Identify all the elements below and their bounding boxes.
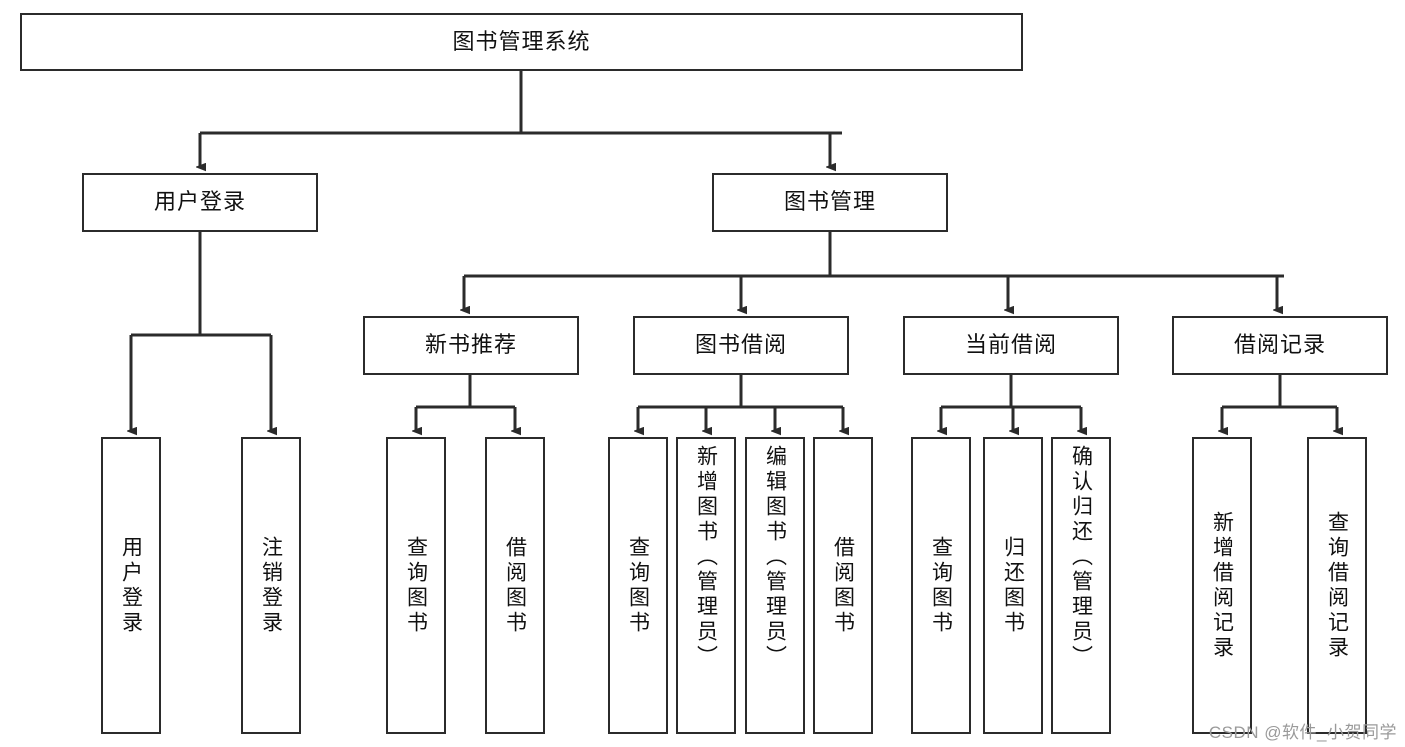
leaf-return-book[interactable]: 归还图书 [983, 437, 1043, 734]
node-borrow-record-label: 借阅记录 [1233, 332, 1326, 358]
leaf-borrow-book-rec-label: 借阅图书 [503, 535, 527, 636]
leaf-add-book-label: 新增图书（管理员） [694, 445, 718, 670]
node-current-borrow-label: 当前借阅 [964, 332, 1057, 358]
leaf-borrow-book-brw[interactable]: 借阅图书 [813, 437, 873, 734]
leaf-borrow-book-brw-label: 借阅图书 [831, 535, 855, 636]
leaf-query-book-rec-label: 查询图书 [404, 535, 428, 636]
leaf-confirm-return[interactable]: 确认归还（管理员） [1051, 437, 1111, 734]
node-root-label: 图书管理系统 [452, 28, 591, 54]
node-new-book-recommend[interactable]: 新书推荐 [363, 316, 579, 375]
leaf-query-book-cur[interactable]: 查询图书 [911, 437, 971, 734]
leaf-user-login-label: 用户登录 [119, 535, 143, 636]
leaf-add-record-label: 新增借阅记录 [1210, 510, 1234, 661]
node-borrow-record[interactable]: 借阅记录 [1172, 316, 1388, 375]
leaf-query-record-label: 查询借阅记录 [1325, 510, 1349, 661]
leaf-logout[interactable]: 注销登录 [241, 437, 301, 734]
node-user-login-label: 用户登录 [153, 189, 246, 215]
leaf-borrow-book-rec[interactable]: 借阅图书 [485, 437, 545, 734]
leaf-query-record[interactable]: 查询借阅记录 [1307, 437, 1367, 734]
leaf-query-book-rec[interactable]: 查询图书 [386, 437, 446, 734]
node-root[interactable]: 图书管理系统 [20, 13, 1023, 71]
leaf-add-record[interactable]: 新增借阅记录 [1192, 437, 1252, 734]
node-new-book-recommend-label: 新书推荐 [424, 332, 517, 358]
leaf-user-login[interactable]: 用户登录 [101, 437, 161, 734]
node-user-login[interactable]: 用户登录 [82, 173, 318, 232]
leaf-query-book-brw-label: 查询图书 [626, 535, 650, 636]
leaf-return-book-label: 归还图书 [1001, 535, 1025, 636]
leaf-confirm-return-label: 确认归还（管理员） [1069, 445, 1093, 670]
node-book-manage[interactable]: 图书管理 [712, 173, 948, 232]
leaf-add-book[interactable]: 新增图书（管理员） [676, 437, 736, 734]
leaf-query-book-cur-label: 查询图书 [929, 535, 953, 636]
node-book-borrow-label: 图书借阅 [694, 332, 787, 358]
leaf-logout-label: 注销登录 [259, 535, 283, 636]
node-book-borrow[interactable]: 图书借阅 [633, 316, 849, 375]
watermark-text: CSDN @软件_小贺同学 [1208, 723, 1397, 742]
leaf-edit-book[interactable]: 编辑图书（管理员） [745, 437, 805, 734]
leaf-edit-book-label: 编辑图书（管理员） [763, 445, 787, 670]
leaf-query-book-brw[interactable]: 查询图书 [608, 437, 668, 734]
node-current-borrow[interactable]: 当前借阅 [903, 316, 1119, 375]
node-book-manage-label: 图书管理 [783, 189, 876, 215]
